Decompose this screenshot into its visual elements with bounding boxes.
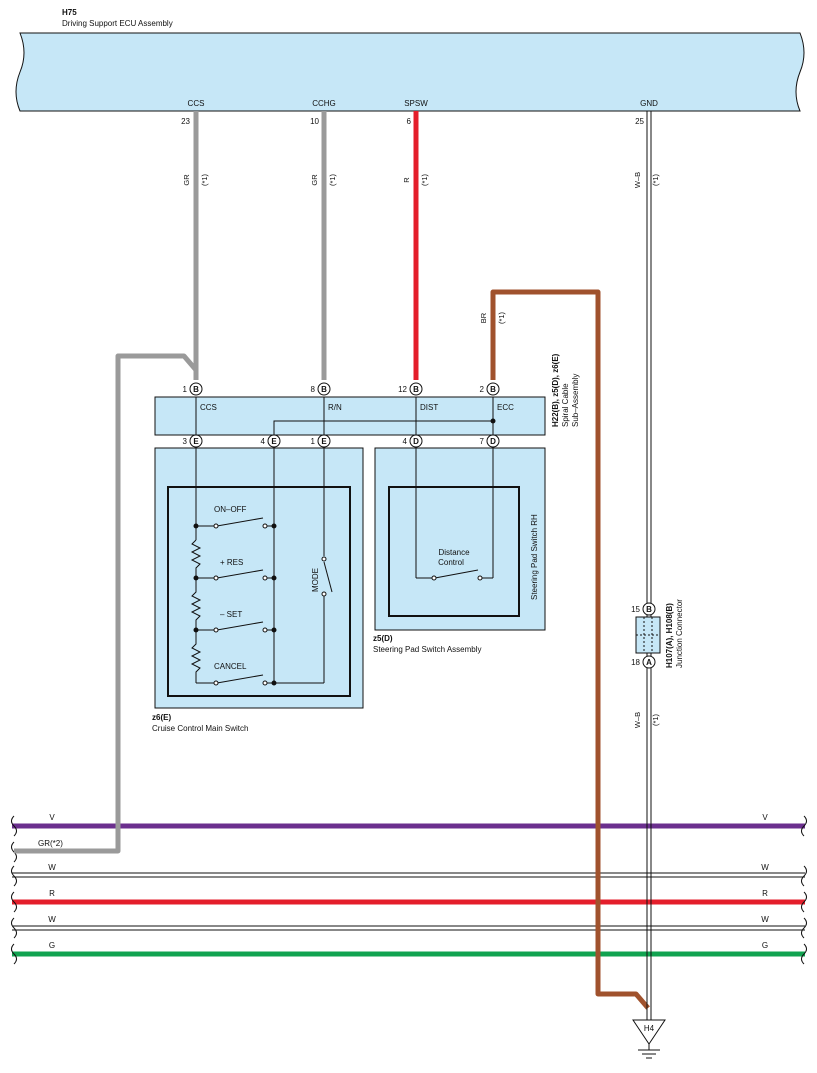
bus-label-right: W	[761, 915, 769, 924]
pad-switch-outer-box	[374, 447, 546, 631]
spiral-label: ECC	[497, 403, 514, 412]
pin-number: 1	[311, 437, 316, 446]
switch-label-set: – SET	[220, 610, 242, 619]
bus-lines	[11, 815, 807, 965]
wire-note-label: (*1)	[651, 173, 660, 186]
pin-number: 1	[183, 385, 188, 394]
pin-connector-label: B	[193, 385, 199, 394]
wire-br	[490, 289, 650, 1010]
pad-switch-inner-box	[388, 486, 520, 617]
ground-label: H4	[644, 1024, 655, 1033]
spiral-label: CCS	[200, 403, 217, 412]
pin-number: 7	[480, 437, 485, 446]
wire-gnd	[646, 111, 652, 1020]
switch-label-on-off: ON–OFF	[214, 505, 247, 514]
junction-connector	[635, 602, 661, 669]
cruise-switch-name: Cruise Control Main Switch	[152, 724, 248, 733]
pin-connector-label: E	[193, 437, 199, 446]
bus-label-left: W	[48, 915, 56, 924]
wire-color-label: BR	[479, 312, 488, 323]
wire-color-label: W–B	[633, 712, 642, 728]
pin-connector-label: E	[321, 437, 327, 446]
pin-connector-label: E	[271, 437, 277, 446]
junction-code: H107(A), H108(B)	[665, 603, 674, 668]
bus-break-right	[801, 815, 807, 965]
spiral-bottom-pins: E 3 E 4 E 1 D 4 D 7	[183, 434, 500, 448]
cruise-switch-code: z6(E)	[152, 713, 171, 722]
pin-number: 4	[403, 437, 408, 446]
bus-label-right: W	[761, 863, 769, 872]
pad-inner-name: Steering Pad Switch RH	[530, 514, 539, 600]
bus-label-left: V	[49, 813, 55, 822]
ecu-pin-num: 25	[635, 117, 644, 126]
spiral-code: H22(B), z5(D), z6(E)	[551, 353, 560, 427]
pin-connector-label: B	[321, 385, 327, 394]
pin-connector-label: B	[646, 605, 652, 614]
wire-color-label: GR	[182, 174, 191, 186]
wire-ccs	[14, 111, 199, 854]
ground-symbol	[632, 1019, 666, 1059]
switch-label-cancel: CANCEL	[214, 662, 247, 671]
bus-label-left: W	[48, 863, 56, 872]
pin-number: 12	[398, 385, 407, 394]
spiral-label: R/N	[328, 403, 342, 412]
wire-labels: GR (*1) GR (*1) R (*1) W–B (*1) BR (*1) …	[182, 172, 660, 728]
pad-control-label: Control	[438, 558, 464, 567]
spiral-top-pins: B 1 B 8 B 12 B 2	[183, 382, 500, 396]
pad-switch-circuit	[415, 447, 494, 581]
wire-note-label: (*1)	[328, 173, 337, 186]
switch-label-mode: MODE	[311, 568, 320, 592]
ecu-code: H75	[62, 8, 77, 17]
spiral-cable-box	[154, 396, 546, 436]
bus-label-left: GR(*2)	[38, 839, 63, 848]
bus-label-right: R	[762, 889, 768, 898]
pad-switch-name: Steering Pad Switch Assembly	[373, 645, 482, 654]
pin-connector-label: D	[413, 437, 419, 446]
ecu-box	[15, 32, 805, 112]
wire-color-label: GR	[310, 174, 319, 186]
pin-number: 2	[480, 385, 485, 394]
pin-connector-label: D	[490, 437, 496, 446]
cruise-switch-circuit	[190, 447, 333, 686]
pin-number: 3	[183, 437, 188, 446]
spiral-name: Sub–Assembly	[571, 374, 580, 427]
bus-label-right: G	[762, 941, 768, 950]
ecu-pin-num: 23	[181, 117, 190, 126]
ecu-pin-num: 10	[310, 117, 319, 126]
spiral-internal	[195, 397, 494, 435]
wire-color-label: W–B	[633, 172, 642, 188]
spiral-name: Spiral Cable	[561, 383, 570, 427]
wire-note-label: (*1)	[651, 713, 660, 726]
wire-note-label: (*1)	[200, 173, 209, 186]
wire-color-label: R	[402, 177, 411, 183]
junction-name: Junction Connector	[675, 599, 684, 668]
splice-dot	[490, 418, 496, 424]
ecu-pin-signal-ccs: CCS	[188, 99, 205, 108]
cruise-switch-inner-box	[167, 486, 351, 697]
pin-connector-label: B	[490, 385, 496, 394]
pin-number: 15	[631, 605, 640, 614]
ecu-pin-signal-gnd: GND	[640, 99, 658, 108]
bus-label-right: V	[762, 813, 768, 822]
bus-label-left: R	[49, 889, 55, 898]
ecu-pin-num: 6	[407, 117, 412, 126]
spiral-label: DIST	[420, 403, 438, 412]
pin-number: 8	[311, 385, 316, 394]
bus-break-left	[11, 815, 17, 965]
pin-connector-label: B	[413, 385, 419, 394]
pin-number: 18	[631, 658, 640, 667]
pad-distance-label: Distance	[438, 548, 470, 557]
ecu-pin-signal-cchg: CCHG	[312, 99, 336, 108]
pin-connector-label: A	[646, 658, 652, 667]
ecu-pin-signal-spsw: SPSW	[404, 99, 428, 108]
pad-switch-code: z5(D)	[373, 634, 393, 643]
ecu-name: Driving Support ECU Assembly	[62, 19, 173, 28]
pin-number: 4	[261, 437, 266, 446]
wire-note-label: (*1)	[497, 311, 506, 324]
switch-label-res: + RES	[220, 558, 243, 567]
bus-label-left: G	[49, 941, 55, 950]
wire-note-label: (*1)	[420, 173, 429, 186]
